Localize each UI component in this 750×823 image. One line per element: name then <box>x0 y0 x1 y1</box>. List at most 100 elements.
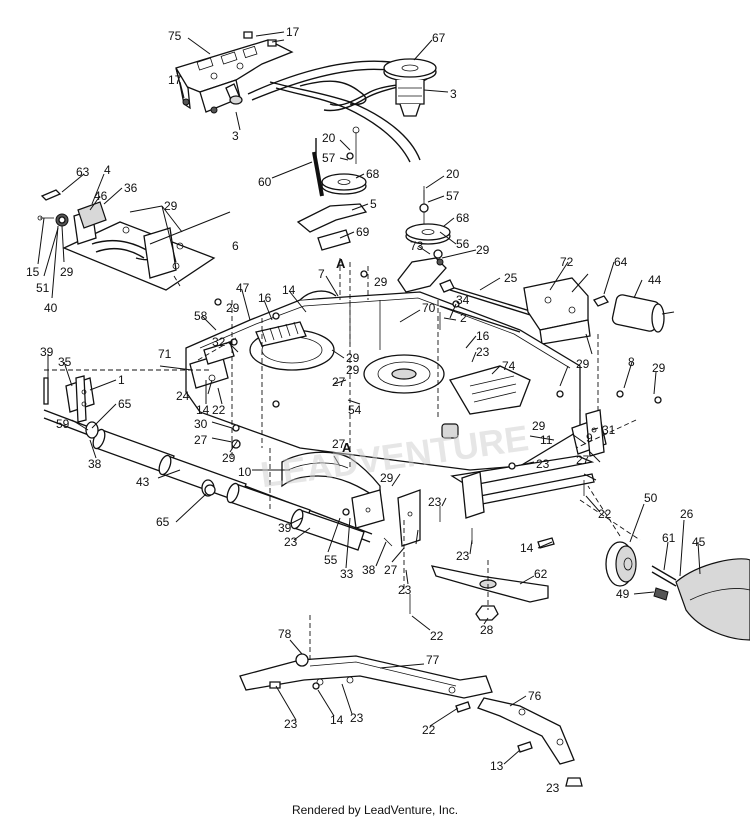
callout-label: 65 <box>156 515 170 529</box>
callout-label: 77 <box>426 653 440 667</box>
deck-stiffener-bars <box>351 455 595 547</box>
callout-label: 13 <box>490 759 504 773</box>
callout-label: 14 <box>282 283 296 297</box>
callout-label: 20 <box>446 167 460 181</box>
callout-label: 25 <box>504 271 518 285</box>
gauge-wheel <box>605 541 677 601</box>
callout-label: 5 <box>370 197 377 211</box>
callout-label: 15 <box>26 265 40 279</box>
spindle-pulley-top <box>383 58 437 117</box>
callout-label: 29 <box>226 301 240 315</box>
callout-label: 29 <box>532 419 546 433</box>
callout-label: 29 <box>380 471 394 485</box>
callout-label: 58 <box>194 309 208 323</box>
callout-label: 22 <box>422 723 436 737</box>
callout-label: 23 <box>476 345 490 359</box>
callout-label: 54 <box>348 403 362 417</box>
callout-label: 29 <box>60 265 74 279</box>
callout-label: 65 <box>118 397 132 411</box>
callout-label: 23 <box>350 711 364 725</box>
callout-label: 23 <box>428 495 442 509</box>
deck-lift-bracket <box>37 189 216 291</box>
callout-label: 70 <box>422 301 436 315</box>
callout-label: 29 <box>374 275 388 289</box>
assembly-guide-lines <box>44 258 641 660</box>
callout-label: 3 <box>232 129 239 143</box>
callout-label: 2 <box>460 311 467 325</box>
callout-label: 51 <box>36 281 50 295</box>
callout-label: 23 <box>546 781 560 795</box>
callout-label: 29 <box>652 361 666 375</box>
callout-label: 62 <box>534 567 548 581</box>
callout-label: 27 <box>576 453 590 467</box>
callout-label: 23 <box>284 717 298 731</box>
callout-label: 3 <box>450 87 457 101</box>
callout-label: 17 <box>286 25 300 39</box>
callout-label: 27 <box>332 437 346 451</box>
callout-label: 32 <box>212 335 226 349</box>
callout-label: 57 <box>446 189 460 203</box>
callout-label: 29 <box>164 199 178 213</box>
callout-label: 23 <box>456 549 470 563</box>
lift-rod-assembly <box>439 277 609 345</box>
callout-label: 73 <box>410 239 424 253</box>
callout-label: 8 <box>628 355 635 369</box>
callout-label: 11 <box>540 433 553 447</box>
callout-label: 7 <box>318 267 325 281</box>
engine-bracket-plate <box>175 39 294 114</box>
render-credit: Rendered by LeadVenture, Inc. <box>291 803 459 817</box>
callout-label: 55 <box>324 553 338 567</box>
callout-label: 10 <box>238 465 252 479</box>
anti-scalp-rollers <box>43 409 373 551</box>
callout-label: 27 <box>332 375 346 389</box>
callout-label: 29 <box>576 357 590 371</box>
callout-label: 71 <box>158 347 172 361</box>
section-letter-a-upper: A <box>336 256 346 271</box>
callout-label: 27 <box>194 433 208 447</box>
callout-label: 40 <box>44 301 58 315</box>
callout-label: 22 <box>212 403 226 417</box>
callout-label: 63 <box>76 165 90 179</box>
callout-label: 36 <box>124 181 138 195</box>
callout-label: 64 <box>614 255 628 269</box>
deck-support-arm <box>477 697 583 787</box>
callout-label: 67 <box>432 31 446 45</box>
callout-label: 14 <box>196 403 210 417</box>
callout-label: 44 <box>648 273 662 287</box>
callout-label: 1 <box>118 373 125 387</box>
callout-label: 22 <box>598 507 612 521</box>
callout-label: 31 <box>602 423 616 437</box>
callout-leaders <box>37 31 701 787</box>
callout-label: 59 <box>56 417 70 431</box>
callout-label: 22 <box>430 629 444 643</box>
callout-label: 38 <box>88 457 102 471</box>
callout-label: 78 <box>278 627 292 641</box>
callout-label: 4 <box>104 163 111 177</box>
callout-label: 16 <box>258 291 272 305</box>
deck-hanger-arm <box>239 653 493 699</box>
callout-label: 14 <box>330 713 344 727</box>
callout-label: 76 <box>528 689 542 703</box>
callout-label: 29 <box>346 363 360 377</box>
callout-label: 69 <box>356 225 370 239</box>
callout-label: 29 <box>476 243 490 257</box>
callout-label: 29 <box>346 351 360 365</box>
idler-pulley-upper <box>296 126 368 251</box>
callout-label: 68 <box>366 167 380 181</box>
callout-label: 23 <box>536 457 550 471</box>
deck-left-bracket <box>189 341 235 389</box>
callout-label: 38 <box>362 563 376 577</box>
callout-label: 23 <box>398 583 412 597</box>
callout-label: 28 <box>480 623 494 637</box>
callout-label: 26 <box>680 507 694 521</box>
deck-right-bracket <box>571 409 607 457</box>
tractor-body-fragment <box>675 558 750 641</box>
callout-label: 43 <box>136 475 150 489</box>
deck-chute-grille <box>261 321 299 343</box>
callout-label: 6 <box>232 239 239 253</box>
callout-label: 68 <box>456 211 470 225</box>
mower-deck-housing <box>185 290 581 471</box>
mower-blade <box>430 565 549 621</box>
anti-scalp-bumper <box>611 294 665 333</box>
